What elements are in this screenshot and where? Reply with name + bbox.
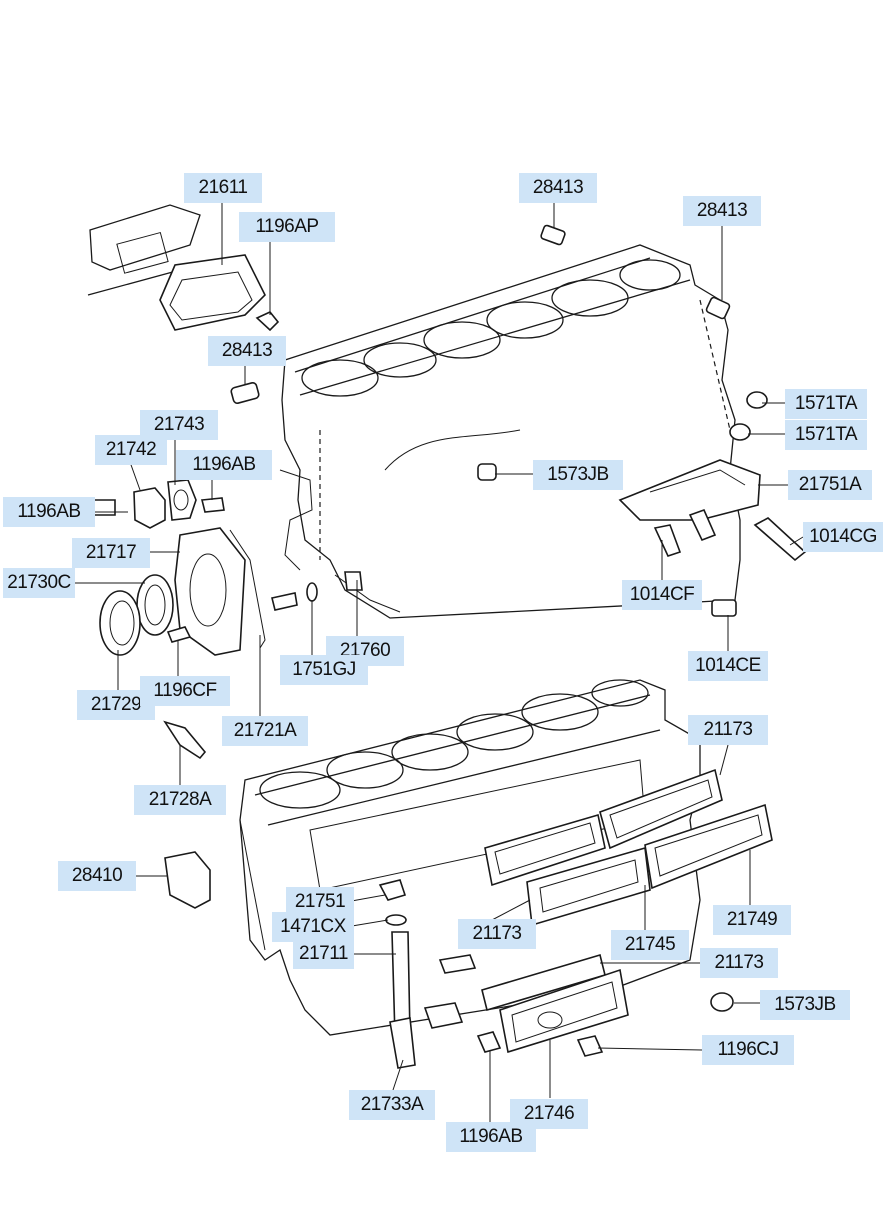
lower-engine-block bbox=[239, 679, 701, 1036]
callout-21711: 21711 bbox=[293, 939, 354, 969]
bracket-21751A bbox=[618, 459, 807, 617]
callout-21173-low: 21173 bbox=[700, 948, 778, 978]
callout-21730C: 21730C bbox=[3, 568, 75, 598]
callout-1471CX: 1471CX bbox=[272, 912, 354, 942]
callout-1751GJ: 1751GJ bbox=[280, 655, 368, 685]
callout-1196AB-top: 1196AB bbox=[176, 450, 272, 480]
callout-28413-right: 28413 bbox=[683, 196, 761, 226]
callout-21751A: 21751A bbox=[788, 470, 872, 500]
callout-21728A: 21728A bbox=[134, 785, 226, 815]
callout-1196AB-left: 1196AB bbox=[3, 497, 95, 527]
callout-21173-mid: 21173 bbox=[458, 919, 536, 949]
callout-28410: 28410 bbox=[58, 861, 136, 891]
callout-1196CJ: 1196CJ bbox=[702, 1035, 794, 1065]
callout-21745: 21745 bbox=[611, 930, 689, 960]
callout-21733A: 21733A bbox=[349, 1090, 435, 1120]
callout-1573JB-top: 1573JB bbox=[533, 460, 623, 490]
callout-21611: 21611 bbox=[184, 173, 262, 203]
callout-21749: 21749 bbox=[713, 905, 791, 935]
callout-1196CF: 1196CF bbox=[140, 676, 230, 706]
callout-1196AP: 1196AP bbox=[239, 212, 335, 242]
callout-1571TA-2: 1571TA bbox=[785, 420, 867, 450]
callout-1014CF: 1014CF bbox=[622, 580, 702, 610]
callout-1571TA-1: 1571TA bbox=[785, 389, 867, 419]
rear-plate-21611 bbox=[87, 204, 266, 331]
small-fasteners-top bbox=[230, 224, 768, 481]
callout-21173-top: 21173 bbox=[688, 715, 768, 745]
callout-28413-left: 28413 bbox=[208, 336, 286, 366]
callout-28413-top: 28413 bbox=[519, 173, 597, 203]
rear-seal-group bbox=[91, 479, 363, 760]
upper-engine-block bbox=[279, 244, 741, 619]
callout-1014CE: 1014CE bbox=[688, 651, 768, 681]
callout-1014CG: 1014CG bbox=[803, 522, 883, 552]
callout-1196AB-low: 1196AB bbox=[446, 1122, 536, 1152]
callout-21742: 21742 bbox=[95, 435, 167, 465]
lower-fasteners bbox=[164, 851, 734, 1069]
leader-lines bbox=[73, 200, 804, 1122]
callout-21717: 21717 bbox=[72, 538, 150, 568]
callout-21721A: 21721A bbox=[222, 716, 308, 746]
gaskets-21173 bbox=[423, 768, 773, 1054]
callout-1573JB-low: 1573JB bbox=[760, 990, 850, 1020]
